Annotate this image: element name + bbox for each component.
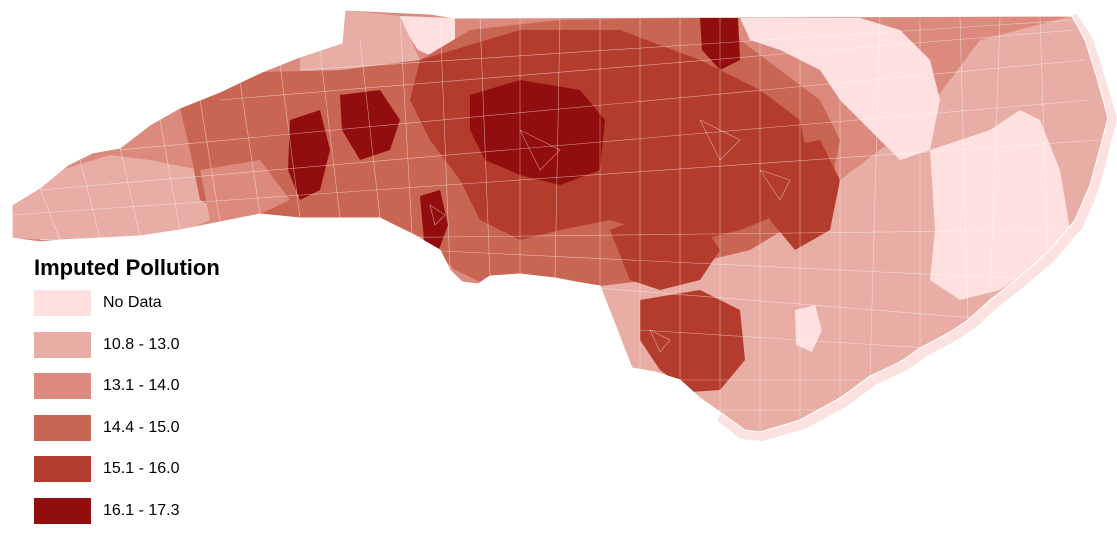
legend-swatch	[34, 456, 91, 482]
region-southeast-coast	[660, 200, 1108, 432]
region-piedmont-dark	[410, 30, 810, 240]
region-hotspot-northwest	[340, 90, 400, 160]
legend-label: 15.1 - 16.0	[103, 460, 180, 477]
legend-label: 13.1 - 14.0	[103, 377, 180, 394]
legend-item-3: 14.4 - 15.0	[34, 414, 274, 441]
coast-halo	[716, 13, 1117, 441]
region-fayetteville	[640, 290, 745, 392]
region-triangle-dark	[770, 140, 840, 250]
legend-item-4: 15.1 - 16.0	[34, 456, 274, 482]
region-south-mountains	[200, 160, 290, 220]
legend-swatch	[34, 414, 91, 441]
legend-item-5: 16.1 - 17.3	[34, 497, 274, 524]
region-west-light	[12, 155, 210, 240]
county-boundaries	[12, 15, 1101, 432]
region-hotspot-west	[288, 110, 330, 200]
region-sandhills-dark	[610, 210, 720, 290]
legend-label: 10.8 - 13.0	[103, 335, 180, 353]
legend-item-no-data: No Data	[34, 290, 274, 316]
legend-swatch	[34, 497, 91, 524]
legend-swatch	[34, 331, 91, 358]
region-hotspot-triad	[470, 80, 605, 185]
legend-title: Imputed Pollution	[34, 255, 220, 280]
legend-item-2: 13.1 - 14.0	[34, 373, 274, 399]
legend-swatch	[34, 373, 91, 399]
map-legend: Imputed Pollution No Data 10.8 - 13.0 13…	[34, 255, 274, 539]
region-no-data-outer-banks	[930, 110, 1070, 300]
legend-label: 14.4 - 15.0	[103, 418, 180, 436]
legend-label: No Data	[103, 294, 162, 311]
legend-label: 16.1 - 17.3	[103, 501, 180, 519]
legend-item-1: 10.8 - 13.0	[34, 331, 274, 358]
legend-swatch	[34, 290, 91, 316]
choropleth-map	[11, 9, 1117, 441]
